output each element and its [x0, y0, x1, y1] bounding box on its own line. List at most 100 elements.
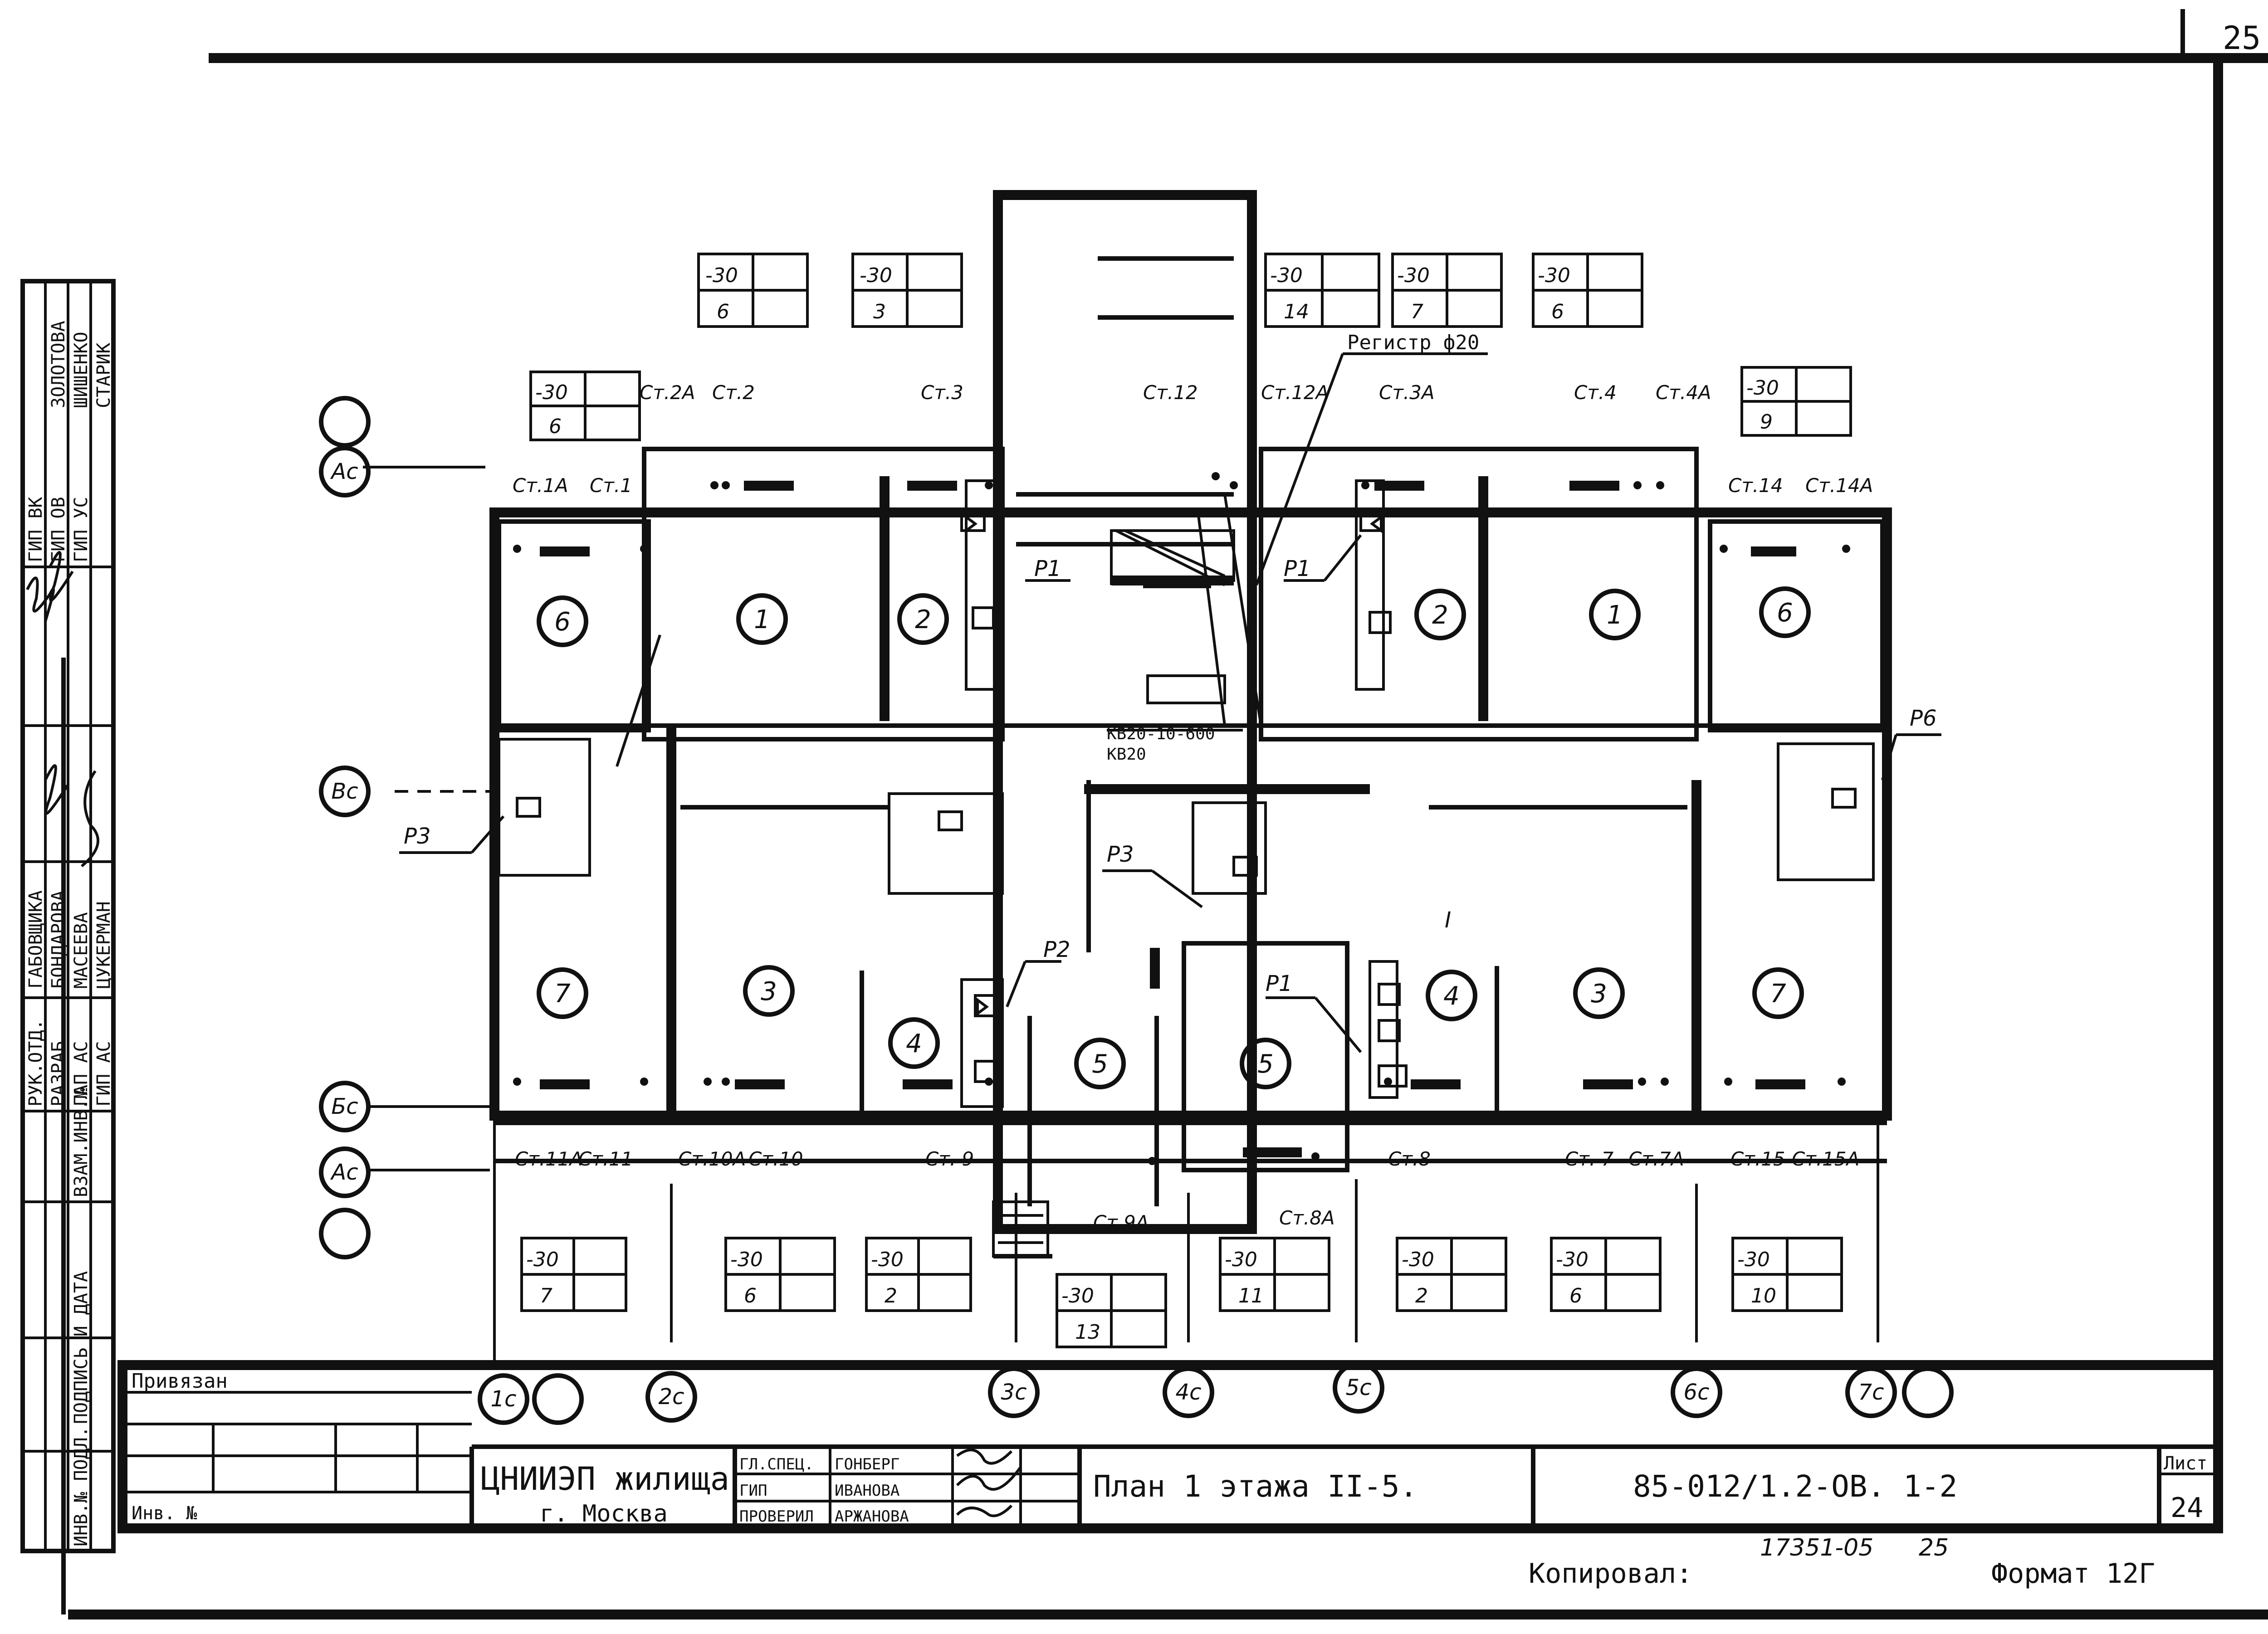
privyazan-label: Привязан [132, 1370, 228, 1393]
window-temp-13: -30 [1402, 1248, 1434, 1271]
window-num-14: 6 [1569, 1284, 1582, 1307]
role-1: ГЛ.СПЕЦ. [739, 1455, 814, 1473]
riser-tag-3: Р6 [1910, 706, 1936, 731]
role-2: ГИП [739, 1482, 767, 1500]
sheet-label: Лист [2164, 1453, 2207, 1474]
side-cell-3: ВЗАМ.ИНВ.№ [71, 1088, 92, 1197]
riser-tag-8: I [1445, 907, 1451, 933]
riser-top-9: Ст.1А [513, 474, 568, 497]
sheet-corner-number: 25 [2223, 20, 2261, 57]
staff-name-2: БОНДАРОВА [48, 890, 69, 989]
riser-top-6: Ст.3А [1379, 381, 1435, 404]
riser-bottom-2: Ст.11 [578, 1148, 633, 1170]
riser-bottom-12: Ст.15А [1792, 1148, 1859, 1170]
drawing-code: 85-012/1.2-ОВ. 1-2 [1633, 1469, 1957, 1504]
rotated-approval-block [20, 279, 116, 1553]
riser-bottom-11: Ст.15 [1730, 1148, 1785, 1170]
riser-bottom-5: Ст. 9 [925, 1148, 974, 1170]
room-number-circles [537, 586, 1811, 1089]
fixture-symbols [516, 511, 1857, 1088]
stair-core-outline [993, 190, 1257, 1234]
window-temp-10: -30 [871, 1248, 904, 1271]
approval-name-2: ШИШЕНКО [71, 332, 92, 408]
row-axis-label-3: Бс [331, 1094, 358, 1119]
window-temp-9: -30 [730, 1248, 763, 1271]
column-axis-markers [478, 1362, 1954, 1425]
room-number-2: 1 [754, 605, 770, 634]
room-number-6: 6 [1777, 598, 1793, 628]
staff-role-1: РУК.ОТД. [25, 1019, 46, 1107]
window-num-10: 2 [885, 1284, 897, 1307]
name-1: ГОНБЕРГ [835, 1455, 899, 1473]
riser-tag-1: Р1 [1034, 556, 1061, 581]
riser-top-5: Ст.12А [1261, 381, 1329, 404]
drawing-title: План 1 этажа II-5. [1093, 1469, 1418, 1504]
window-temp-4: -30 [1397, 264, 1430, 287]
staff-name-3: МАСЕЕВА [71, 912, 92, 989]
col-axis-label-6: 6с [1684, 1380, 1710, 1405]
room-number-9: 4 [906, 1029, 922, 1058]
staff-role-4: ГИП АС [93, 1041, 114, 1107]
inv-no-label: Инв. № [132, 1503, 197, 1524]
radiators [540, 481, 1805, 1157]
copy-page: 25 [1919, 1534, 1949, 1561]
window-temp-12: -30 [1225, 1248, 1257, 1271]
room-number-1: 6 [554, 607, 571, 637]
window-num-4: 7 [1411, 300, 1423, 323]
room-number-5: 1 [1607, 600, 1623, 630]
riser-top-7: Ст.4 [1574, 381, 1617, 404]
role-3: ПРОВЕРИЛ [739, 1507, 814, 1526]
approval-name-3: СТАРИК [93, 343, 114, 409]
row-axis-label-4: Ас [330, 1160, 358, 1185]
window-temp-5: -30 [1538, 264, 1570, 287]
window-num-11: 13 [1075, 1321, 1100, 1344]
window-num-12: 11 [1238, 1284, 1264, 1307]
staff-role-2: РАЗРАБ. [48, 1030, 69, 1107]
staff-name-4: ЦУКЕРМАН [93, 901, 114, 989]
window-temp-11: -30 [1061, 1284, 1094, 1307]
window-temp-8: -30 [526, 1248, 559, 1271]
col-axis-label-1: 1с [491, 1386, 517, 1412]
riser-top-10: Ст.1 [590, 474, 632, 497]
approval-row-3: ГИП УС [71, 497, 92, 563]
riser-tag-2: Р1 [1284, 556, 1310, 581]
window-num-3: 14 [1284, 300, 1309, 323]
name-2: ИВАНОВА [835, 1482, 899, 1500]
window-temp-7: -30 [1746, 376, 1779, 400]
approval-name-1: ЗОЛОТОВА [48, 321, 69, 408]
window-num-6: 6 [549, 415, 562, 438]
org-city: г. Москва [540, 1500, 668, 1527]
row-axis-markers [319, 396, 371, 1259]
room-number-8: 3 [761, 977, 777, 1006]
side-cell-1: ИНВ.№ ПОДЛ. [71, 1426, 92, 1546]
window-temp-2: -30 [860, 264, 892, 287]
riser-top-4: Ст.12 [1143, 381, 1198, 404]
riser-bottom-3: Ст.10А [678, 1148, 746, 1170]
col-axis-label-7: 7с [1858, 1380, 1884, 1405]
window-temp-3: -30 [1270, 264, 1303, 287]
format-label: Формат 12Г [1991, 1558, 2155, 1590]
riser-bottom-1: Ст.11А [515, 1148, 582, 1170]
window-mark-boxes [520, 253, 1852, 1348]
window-num-1: 6 [717, 300, 729, 323]
room-number-12: 4 [1443, 981, 1460, 1011]
window-temp-6: -30 [535, 381, 568, 404]
riser-top-1: Ст.2А [640, 381, 695, 404]
org-name: ЦНИИЭП жилища [481, 1460, 729, 1497]
row-axis-label-2: Вс [331, 779, 358, 804]
window-temp-1: -30 [705, 264, 738, 287]
copied-label: Копировал: [1529, 1558, 1692, 1590]
riser-bottom-9: Ст. 7 [1565, 1148, 1613, 1170]
valve-note-2: КВ20 [1107, 745, 1146, 764]
riser-tag-5: Р3 [1107, 842, 1134, 867]
name-3: АРЖАНОВА [835, 1507, 909, 1526]
riser-tag-6: Р2 [1043, 937, 1070, 962]
axis-lines [363, 466, 1879, 1370]
floor-plan [489, 190, 1892, 1258]
row-axis-label-1: Ас [330, 459, 358, 484]
room-number-7: 7 [554, 979, 571, 1009]
window-num-7: 9 [1760, 410, 1773, 434]
window-num-8: 7 [540, 1284, 552, 1307]
room-number-13: 3 [1591, 979, 1607, 1009]
